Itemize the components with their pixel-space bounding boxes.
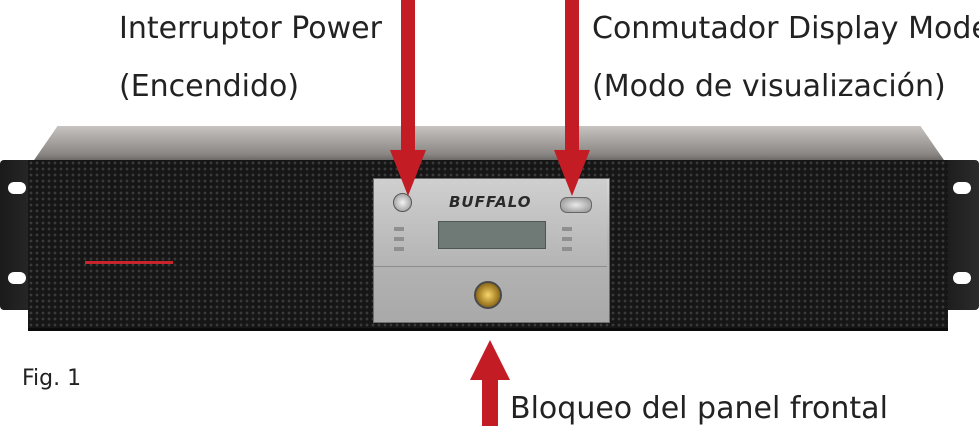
- chassis-top-face: [30, 126, 948, 166]
- display-mode-button-icon[interactable]: [560, 197, 592, 213]
- mount-slot: [8, 272, 26, 284]
- mount-slot: [953, 272, 971, 284]
- power-switch-label: Interruptor Power: [119, 11, 382, 46]
- status-led: [394, 227, 404, 231]
- front-panel-lock-label: Bloqueo del panel frontal: [510, 391, 888, 426]
- status-led: [562, 227, 572, 231]
- arrow-to-display-mode: [554, 0, 590, 196]
- front-panel: BUFFALO: [373, 178, 610, 323]
- status-led: [394, 237, 404, 241]
- mount-slot: [953, 182, 971, 194]
- arrow-shaft: [565, 0, 579, 160]
- arrow-to-power-switch: [390, 0, 426, 196]
- status-led: [562, 237, 572, 241]
- accent-stripe: [85, 261, 173, 264]
- power-switch-sublabel: (Encendido): [119, 69, 300, 104]
- model-plate: [85, 252, 175, 268]
- display-mode-label: Conmutador Display Mode: [592, 11, 979, 46]
- power-button-icon[interactable]: [393, 193, 412, 212]
- arrow-head: [554, 150, 590, 196]
- arrow-head: [470, 340, 510, 380]
- lcd-display: [438, 221, 546, 249]
- display-mode-sublabel: (Modo de visualización): [592, 69, 946, 104]
- mount-slot: [8, 182, 26, 194]
- arrow-head: [390, 150, 426, 196]
- status-led: [562, 247, 572, 251]
- brand-logo: BUFFALO: [449, 193, 532, 211]
- arrow-to-front-panel-lock: [470, 340, 510, 426]
- arrow-shaft: [482, 376, 498, 426]
- front-panel-upper: BUFFALO: [374, 179, 607, 267]
- status-led: [394, 247, 404, 251]
- key-lock-icon[interactable]: [474, 281, 502, 309]
- figure-caption: Fig. 1: [22, 366, 82, 391]
- arrow-shaft: [401, 0, 415, 160]
